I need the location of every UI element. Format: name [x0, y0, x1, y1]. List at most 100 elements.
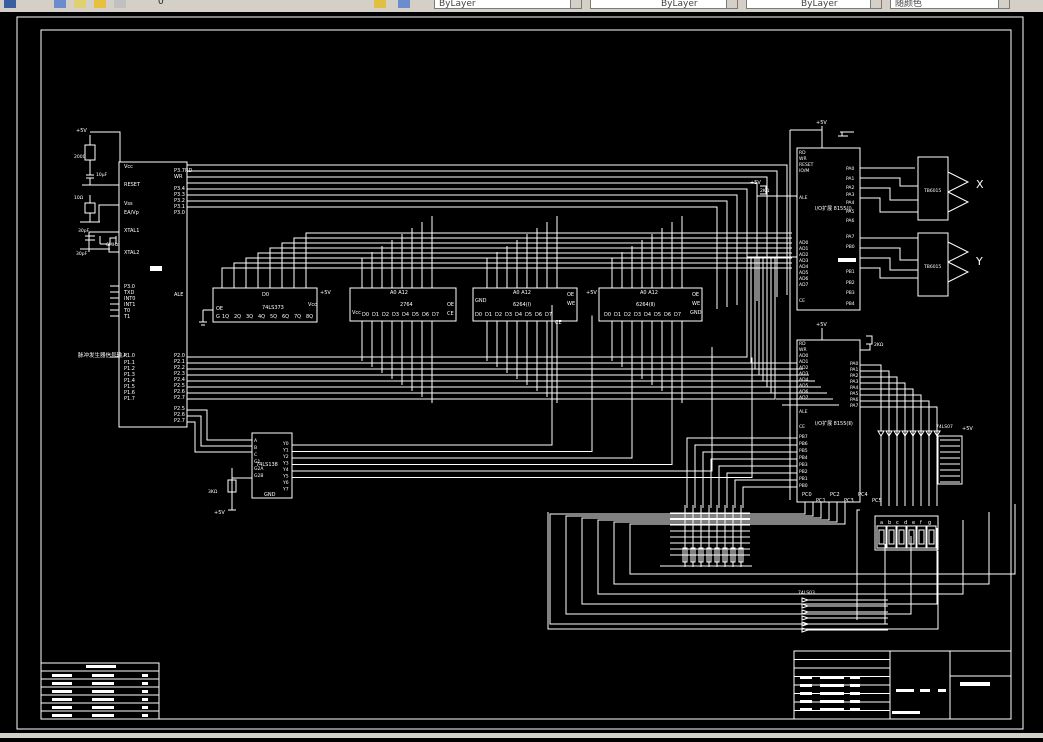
pin-label: PC0	[802, 492, 812, 498]
wire	[710, 458, 797, 508]
lineweight-dropdown[interactable]: ByLayer	[746, 0, 882, 9]
table-cell-text	[52, 714, 72, 717]
power-label: +5V	[586, 290, 597, 296]
lock-icon[interactable]	[114, 0, 126, 8]
pin-label: EA/Vp	[124, 210, 139, 216]
pin-label: PB5	[799, 448, 808, 454]
table-cell-text	[896, 689, 914, 692]
bulb-icon[interactable]	[74, 0, 86, 8]
make-current-icon[interactable]	[374, 0, 386, 8]
pin-label: Vss	[124, 201, 133, 207]
pin-label: B	[254, 445, 257, 451]
table-cell-text	[142, 698, 148, 701]
pin-label: P1.1	[124, 360, 135, 366]
pin-label: D1	[614, 312, 621, 318]
pin-label: P2.7	[174, 418, 185, 424]
linetype-dropdown[interactable]: ByLayer	[590, 0, 738, 9]
layer-dropdown[interactable]: ByLayer	[434, 0, 582, 9]
wire	[187, 164, 788, 295]
wire	[629, 502, 1016, 575]
pin-label: PA5	[850, 391, 859, 397]
svg-text:GND: GND	[264, 492, 276, 498]
layer-dropdown-value: ByLayer	[439, 0, 476, 9]
wire	[718, 465, 797, 508]
table-row	[793, 650, 891, 660]
bus-wires	[187, 129, 1016, 630]
wire	[885, 430, 893, 506]
svg-text:6264(Ⅱ): 6264(Ⅱ)	[636, 302, 655, 308]
plotstyle-dropdown[interactable]: 随颜色	[890, 0, 1010, 9]
pin-label: AD2	[799, 365, 809, 371]
pin-label: P3.0	[174, 210, 185, 216]
chevron-down-icon[interactable]	[998, 0, 1009, 8]
layer-previous-icon[interactable]	[398, 0, 410, 8]
status-strip	[0, 733, 1043, 738]
pin-label: PA6	[850, 397, 859, 403]
pin-label: AD2	[799, 252, 809, 258]
table-cell-text	[800, 700, 812, 703]
pin-label: PA5	[846, 209, 855, 215]
wire	[245, 257, 792, 288]
pin-label: PA4	[846, 200, 855, 206]
pin-label: P1.3	[124, 372, 135, 378]
pin-label: AD1	[799, 359, 809, 365]
pin-label: AD3	[799, 258, 809, 264]
pin-label: Vcc	[124, 164, 133, 170]
layer-manager-icon[interactable]	[4, 0, 16, 8]
svg-text:CE: CE	[555, 320, 562, 326]
table-cell-text	[52, 674, 72, 677]
wire	[726, 472, 797, 508]
wire	[801, 597, 888, 603]
resistor-array	[937, 435, 963, 485]
pin-label: PB6	[799, 441, 808, 447]
pin-label: D5	[412, 312, 419, 318]
svg-text:Vcc: Vcc	[308, 302, 317, 308]
pin-label: Y1	[282, 448, 289, 454]
chevron-down-icon[interactable]	[870, 0, 881, 8]
pin-label: D4	[644, 312, 651, 318]
cpu-chip: VccRESETVssEA/VpXTAL1XTAL2P3.0TXDINT0INT…	[110, 161, 192, 428]
wire	[292, 336, 673, 465]
pin-label: P1.7	[124, 396, 135, 402]
pin-label: P1.5	[124, 384, 135, 390]
wire	[187, 182, 758, 301]
table-cell-text	[938, 689, 946, 692]
table-row	[793, 659, 891, 669]
pin-label: AD3	[799, 371, 809, 377]
chevron-down-icon[interactable]	[726, 0, 737, 8]
pin-label: PA0	[846, 166, 855, 172]
chevron-down-icon[interactable]	[570, 0, 581, 8]
pin-label: P3.1	[174, 204, 185, 210]
table-cell-text	[92, 682, 114, 685]
pin-label: f	[920, 520, 922, 526]
pin-label: AD6	[799, 276, 809, 282]
pin-label: D1	[485, 312, 492, 318]
pin-label: P2.7	[174, 395, 185, 401]
pin-label: PB4	[799, 455, 808, 461]
pin-label: D6	[422, 312, 429, 318]
svg-text:74LS373: 74LS373	[262, 305, 284, 311]
pin-label: XTAL2	[124, 250, 139, 256]
wire	[581, 502, 938, 605]
sheet-border-outer	[16, 16, 1024, 730]
sun-icon[interactable]	[94, 0, 106, 8]
linetype-dropdown-value: ByLayer	[661, 0, 698, 9]
pin-label: P2.6	[174, 389, 185, 395]
wire	[293, 237, 792, 288]
seven-segment-digit	[916, 525, 927, 549]
wire	[187, 256, 797, 400]
pin-label: D6	[664, 312, 671, 318]
pin-label: PC4	[858, 492, 868, 498]
pin-label: AD5	[799, 383, 809, 389]
layer-states-icon[interactable]	[54, 0, 66, 8]
seven-segment-digit	[926, 525, 937, 549]
pin-label: D4	[402, 312, 409, 318]
svg-text:OE: OE	[692, 292, 699, 298]
table-cell	[949, 675, 1012, 720]
wire	[187, 256, 797, 382]
pin-label: P1.6	[124, 390, 135, 396]
